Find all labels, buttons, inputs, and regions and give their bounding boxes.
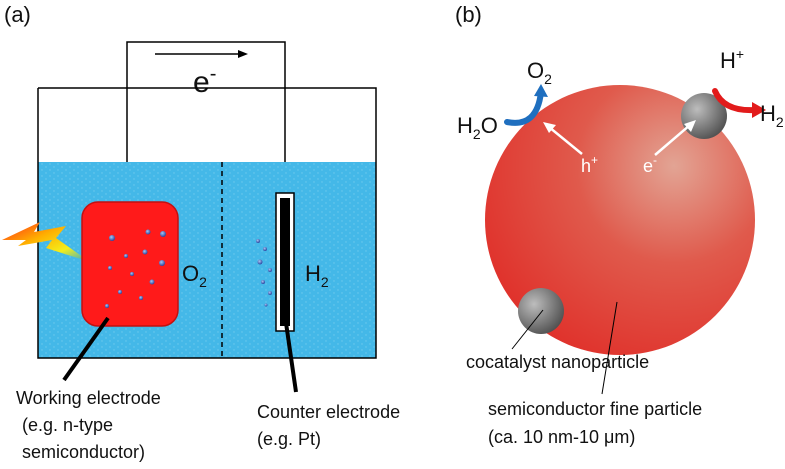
h-plus-label: H+ (720, 46, 744, 73)
panel-b: (b) O2 H2O H+ H2 (455, 2, 784, 447)
counter-electrode-label-1: Counter electrode (257, 402, 400, 422)
working-electrode-label-1: Working electrode (16, 388, 161, 408)
electron-migration-arrow (654, 120, 696, 156)
working-electrode-label-3: semiconductor) (22, 442, 145, 462)
h2-label-particle: H2 (760, 101, 784, 130)
counter-electrode-pointer (283, 315, 298, 393)
external-circuit-wire (126, 41, 286, 195)
counter-electrode-label-2: (e.g. Pt) (257, 429, 321, 449)
panel-b-label: (b) (455, 2, 482, 27)
working-electrode-pointer (62, 316, 110, 382)
semiconductor-particle (485, 85, 755, 355)
reduction-arrow (712, 88, 759, 114)
particle-leader-line (601, 301, 618, 395)
panel-a: (a) e- (2, 2, 400, 462)
o2-label-particle: O2 (527, 58, 552, 87)
electron-label: e- (193, 63, 216, 99)
hole-label: h+ (581, 153, 598, 176)
hydrogen-bubbles (256, 239, 272, 307)
working-electrode (81, 201, 179, 327)
h2o-label: H2O (457, 113, 498, 142)
electron-flow-arrow (155, 50, 248, 58)
cocatalyst-leader-line (511, 309, 544, 350)
light-bolt-icon (2, 222, 90, 262)
cocatalyst-nanoparticle-bottom (518, 288, 564, 334)
h2-label-cell: H2 (305, 261, 329, 290)
oxygen-bubbles (105, 229, 166, 308)
particle-label-2: (ca. 10 nm-10 μm) (488, 427, 635, 447)
oxidation-arrow (504, 89, 544, 126)
cocatalyst-label: cocatalyst nanoparticle (466, 352, 649, 372)
panel-a-label: (a) (4, 2, 31, 27)
electron-label-particle: e- (643, 153, 657, 176)
working-electrode-label-2: (e.g. n-type (22, 415, 113, 435)
hole-migration-arrow (543, 122, 583, 155)
particle-label-1: semiconductor fine particle (488, 399, 702, 419)
cell-container (37, 87, 377, 359)
o2-label-cell: O2 (182, 261, 207, 290)
